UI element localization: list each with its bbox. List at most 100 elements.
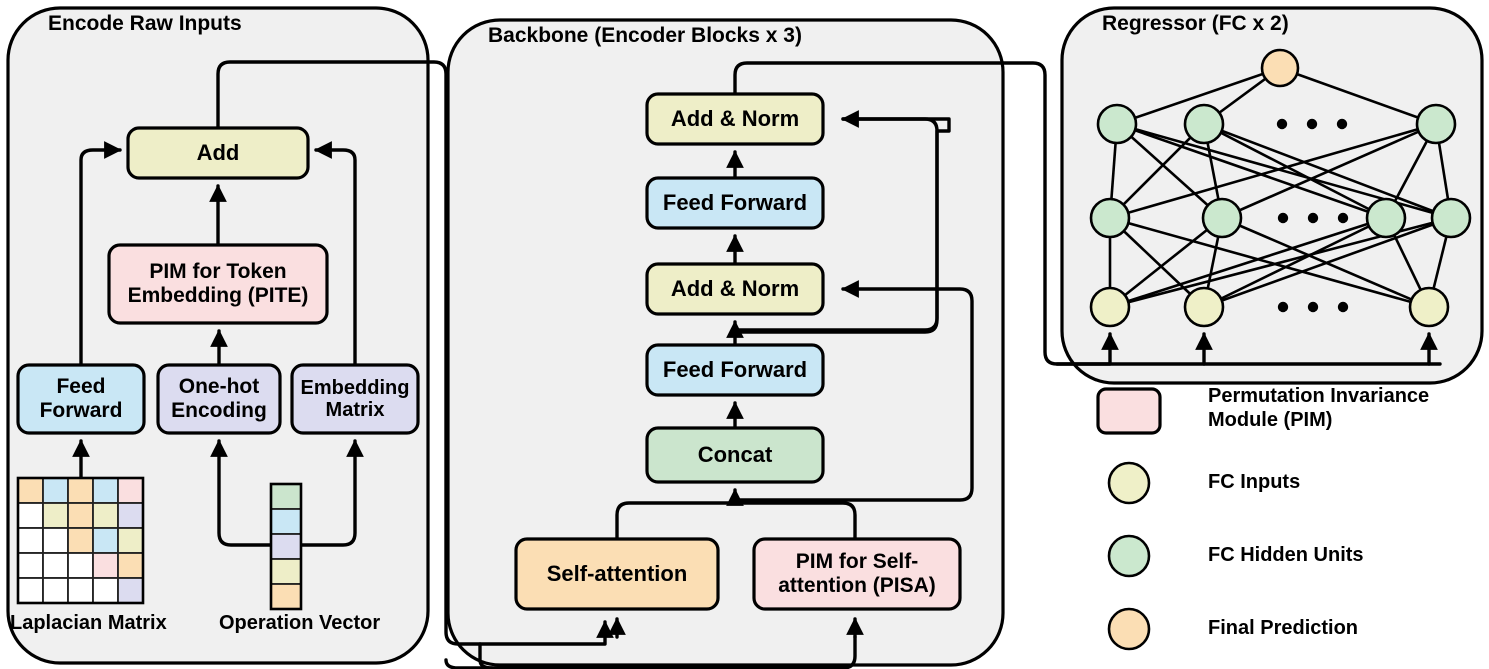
panel-title-backbone: Backbone (Encoder Blocks x 3) [488,24,802,47]
laplacian-cell [17,477,44,504]
box-pisa [752,537,962,611]
fc-node [1089,286,1131,328]
laplacian-cell [42,477,69,504]
legend-swatch-node [1107,461,1151,505]
laplacian-cell [17,527,44,554]
ellipsis-dot [1277,212,1289,224]
laplacian-cell [92,477,119,504]
edge-hidden1-hidden2 [1116,122,1387,220]
edge-hidden1-hidden2 [1203,122,1387,220]
laplacian-cell [92,502,119,529]
connector [79,141,122,367]
laplacian-cell [67,477,94,504]
laplacian-cell [92,577,119,604]
laplacian-matrix-label: Laplacian Matrix [10,612,167,634]
ellipsis-dot [1337,301,1349,313]
box-add [126,126,310,180]
connector [314,141,357,367]
ellipsis-dot [1277,301,1289,313]
panel-backbone [446,18,1005,667]
connector [444,635,857,669]
operation-vector-cell [270,508,302,535]
connector [216,60,614,646]
connector [733,280,974,502]
laplacian-cell [42,502,69,529]
laplacian-cell [42,577,69,604]
connector [299,439,364,547]
operation-vector-cell [270,533,302,560]
ellipsis-dot [1307,301,1319,313]
ellipsis-dot [1306,118,1318,130]
grids-layer [16,476,303,611]
legend-label: Final Prediction [1208,617,1359,639]
box-feed_forward_top [645,176,825,230]
laplacian-cell [117,502,144,529]
legend-label: Permutation Invariance Module (PIM) [1208,385,1430,431]
connector [733,61,1119,366]
laplacian-cell [92,552,119,579]
box-concat [645,426,825,484]
box-add_norm_top [645,92,825,146]
fc-node [1415,103,1457,145]
edge-input-hidden1 [1109,216,1430,309]
edge-input-hidden1 [1109,217,1205,308]
fc-node [1201,197,1243,239]
boxes-layer [16,92,962,611]
edge-hidden1-hidden2 [1116,123,1223,219]
panel-title-regressor: Regressor (FC x 2) [1102,12,1289,35]
laplacian-cell [92,527,119,554]
edge-hidden1-hidden2 [1109,123,1205,219]
box-feed_forward_1 [16,363,146,435]
fc-node [1260,48,1300,88]
box-pite [107,243,329,325]
fc-node [1089,197,1131,239]
edge-hidden1-hidden2 [1109,122,1437,220]
legend-layer [1096,387,1162,651]
edge-hidden2-output [1279,66,1437,126]
fc-node [1183,103,1225,145]
panel-title-encode: Encode Raw Inputs [48,12,242,35]
laplacian-cell [67,577,94,604]
laplacian-cell [67,502,94,529]
fc-node [1096,103,1138,145]
laplacian-cell [67,552,94,579]
ellipsis-dot [1337,212,1349,224]
wires-layer [72,60,1442,669]
fc-node [1183,286,1225,328]
edge-input-hidden1 [1109,216,1223,309]
legend-label: FC Hidden Units [1208,544,1364,566]
connector [615,488,744,541]
edge-input-hidden1 [1221,216,1430,309]
laplacian-cell [42,527,69,554]
legend-label: FC Inputs [1208,471,1301,493]
edge-hidden2-output [1116,66,1281,126]
legend-swatch-node [1107,534,1151,578]
ellipsis-dot [1336,118,1348,130]
operation-vector-cell [270,558,302,585]
laplacian-cell [117,477,144,504]
connector [733,110,939,334]
box-feed_forward_mid [645,343,825,397]
box-one_hot [156,363,282,435]
edge-hidden1-hidden2 [1203,122,1452,220]
laplacian-matrix-border [16,476,145,605]
edge-input-hidden1 [1203,216,1387,309]
fc-node [1430,197,1472,239]
laplacian-cell [67,527,94,554]
laplacian-cell [117,577,144,604]
fc-node [1408,286,1450,328]
laplacian-cell [117,527,144,554]
ellipsis-dot [1276,118,1288,130]
connector [733,501,857,541]
box-self_attention [514,537,720,611]
laplacian-cell [17,577,44,604]
laplacian-cell [117,552,144,579]
operation-vector-label: Operation Vector [219,612,381,634]
ellipsis-dot [1307,212,1319,224]
legend-swatch-pim [1096,387,1162,435]
operation-vector-cell [270,483,302,510]
box-embedding_matrix [290,363,420,435]
operation-vector-cell [270,583,302,610]
